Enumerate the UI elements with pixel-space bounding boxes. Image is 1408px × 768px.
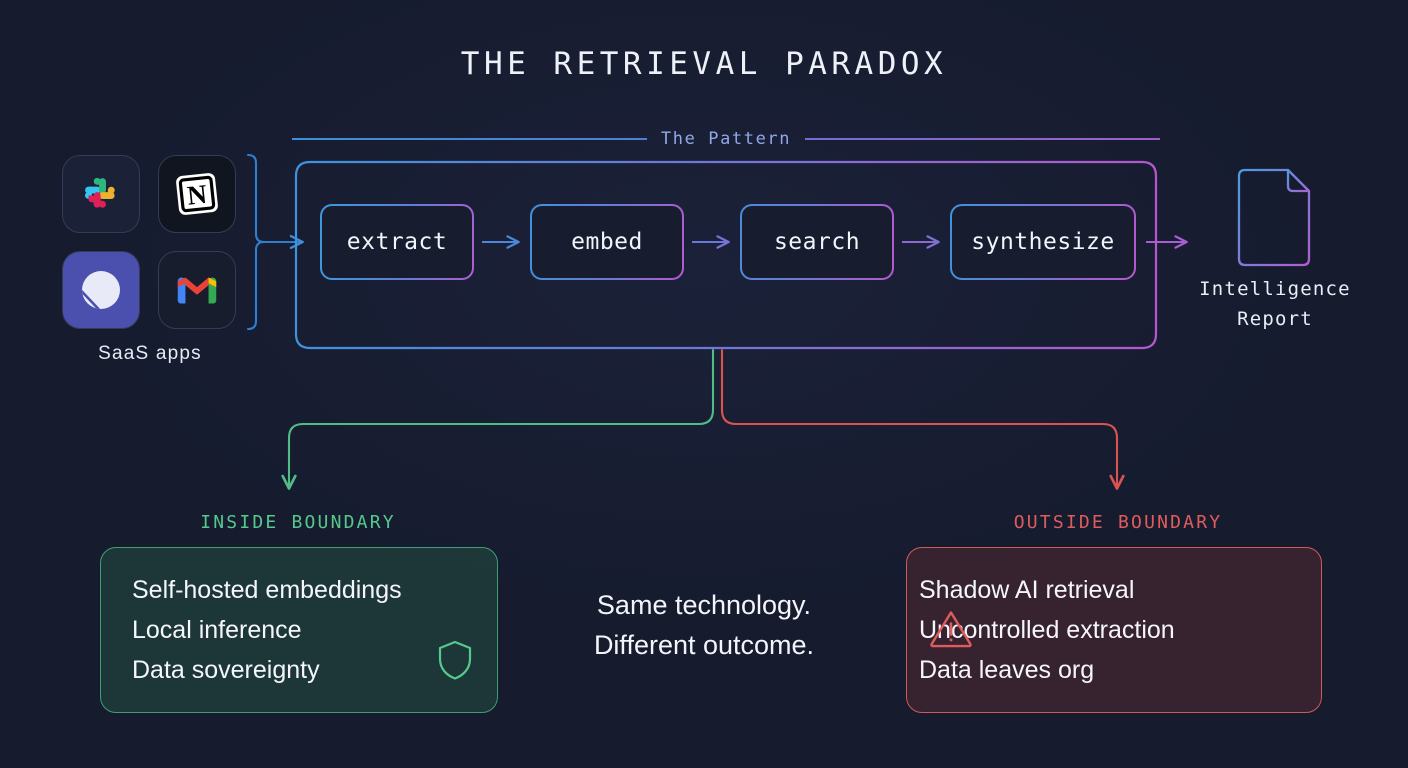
app-icon-notion[interactable]: N xyxy=(158,155,236,233)
gmail-icon xyxy=(177,277,217,304)
app-icon-slack[interactable] xyxy=(62,155,140,233)
slack-icon xyxy=(84,177,115,208)
branch-outside-connector xyxy=(720,348,1125,490)
pipeline-stage-search[interactable]: search xyxy=(740,204,894,280)
output-label: Intelligence Report xyxy=(1175,274,1375,334)
list-item: Self-hosted embeddings xyxy=(132,576,402,604)
app-icon-linear[interactable] xyxy=(62,251,140,329)
output-label-line1: Intelligence xyxy=(1199,278,1351,300)
sources-label: SaaS apps xyxy=(98,343,202,364)
divider-left xyxy=(292,138,647,140)
shield-icon xyxy=(437,639,473,686)
page-title: THE RETRIEVAL PARADOX xyxy=(460,46,948,82)
caption-line1: Same technology. xyxy=(596,590,812,620)
section-label-pattern: The Pattern xyxy=(292,127,1160,151)
sources-bracket xyxy=(246,153,304,331)
branch-inside-connector xyxy=(281,348,715,490)
panel-inside-boundary: Self-hosted embeddings Local inference D… xyxy=(100,547,498,713)
section-label-text: The Pattern xyxy=(660,129,792,149)
branch-header-outside: OUTSIDE BOUNDARY xyxy=(1013,512,1223,533)
notion-icon: N xyxy=(176,173,218,215)
panel-outside-boundary: Shadow AI retrieval Uncontrolled extract… xyxy=(906,547,1322,713)
pipeline-stage-synthesize[interactable]: synthesize xyxy=(950,204,1136,280)
inside-items-list: Self-hosted embeddings Local inference D… xyxy=(132,570,402,690)
list-item: Data leaves org xyxy=(919,656,1095,684)
pipeline-stage-label: extract xyxy=(346,229,448,255)
list-item: Shadow AI retrieval xyxy=(919,576,1135,604)
outside-items-list: Shadow AI retrieval Uncontrolled extract… xyxy=(919,570,1175,690)
output-label-line2: Report xyxy=(1237,308,1313,330)
warning-triangle-icon xyxy=(929,608,973,653)
pipeline-stage-label: embed xyxy=(571,229,643,255)
summary-caption: Same technology. Different outcome. xyxy=(534,585,874,665)
divider-right xyxy=(805,138,1160,140)
pipeline-stage-label: search xyxy=(773,229,861,255)
pipeline-stage-embed[interactable]: embed xyxy=(530,204,684,280)
branch-header-inside: INSIDE BOUNDARY xyxy=(200,512,396,533)
pipeline-stage-label: synthesize xyxy=(971,229,1115,255)
caption-line2: Different outcome. xyxy=(593,630,815,660)
pipeline-stage-extract[interactable]: extract xyxy=(320,204,474,280)
list-item: Data sovereignty xyxy=(132,656,320,684)
pipeline-container xyxy=(294,160,1158,350)
app-icon-gmail[interactable] xyxy=(158,251,236,329)
document-icon xyxy=(1237,168,1311,267)
svg-text:N: N xyxy=(186,179,209,211)
linear-icon xyxy=(82,271,120,309)
list-item: Local inference xyxy=(132,616,302,644)
